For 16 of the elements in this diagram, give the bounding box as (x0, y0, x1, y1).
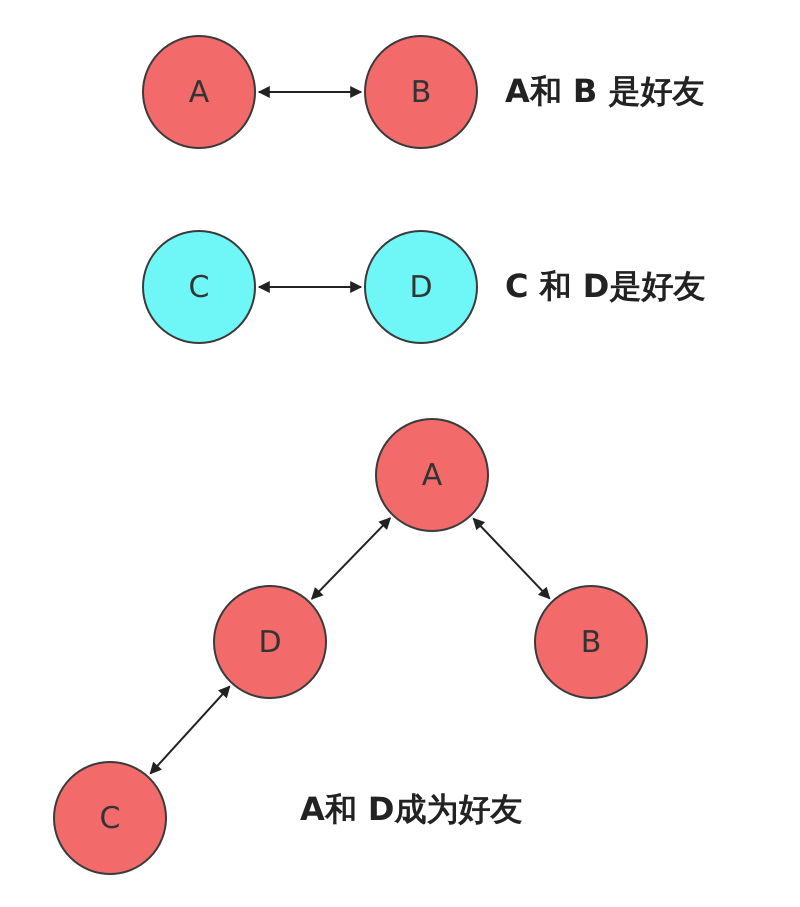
double-arrow (472, 518, 550, 600)
person-circle: D (364, 230, 478, 344)
double-arrow (258, 281, 362, 293)
person-circle: B (534, 585, 648, 699)
person-circle: B (364, 35, 478, 149)
person-circle: A (142, 35, 256, 149)
double-arrow (150, 686, 230, 774)
person-circle: A (375, 418, 489, 532)
person-circle: C (142, 230, 256, 344)
caption-text: C 和 D是好友 (505, 266, 706, 307)
double-arrow (258, 86, 362, 98)
person-circle: D (213, 585, 327, 699)
person-circle: C (53, 761, 167, 875)
caption-text: A和 B 是好友 (505, 71, 704, 112)
double-arrow (310, 517, 392, 600)
caption-text: A和 D成为好友 (300, 789, 522, 830)
